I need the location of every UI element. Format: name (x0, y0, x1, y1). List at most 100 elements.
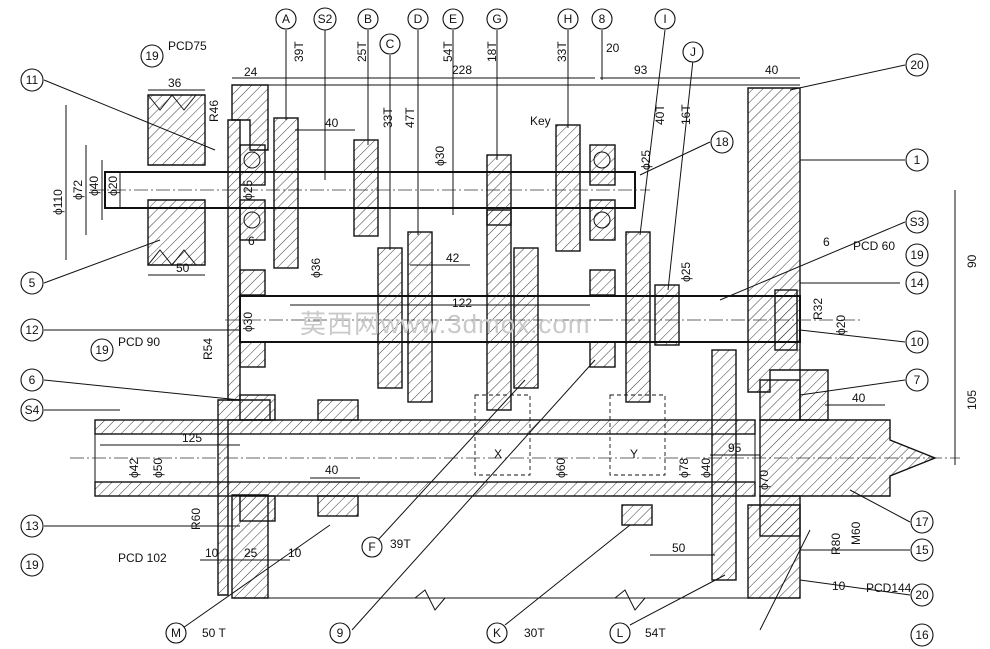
callout-label: E (449, 12, 457, 26)
callout-label: 17 (915, 515, 929, 529)
pcd144-label: PCD144 (866, 581, 912, 595)
dim-text: R80 (829, 533, 843, 555)
callout-19-bottom-left: 19 (20, 553, 44, 577)
dim-text: ϕ110 (51, 189, 65, 215)
dim-text: 40 (325, 116, 339, 130)
callout-label: A (282, 12, 290, 26)
tooth-count: 25T (355, 41, 369, 62)
callout-b: B (357, 8, 379, 30)
tooth-count: 47T (403, 107, 417, 128)
callout-c: C (379, 33, 401, 55)
callout-6: 6 (20, 368, 44, 392)
callout-label: 1 (914, 153, 921, 167)
tooth-count: 39T (390, 537, 411, 551)
dim-text: 95 (728, 441, 742, 455)
callout-a: A (275, 8, 297, 30)
dim-text: ϕ72 (71, 180, 85, 200)
callout-label: 12 (25, 323, 39, 337)
dimensions: 24 228 93 40 36 R46 40 ϕ110 ϕ72 ϕ40 ϕ20 … (51, 41, 979, 593)
dim-text: 125 (182, 431, 202, 445)
dim-text: 105 (965, 390, 979, 410)
callout-i: I (654, 8, 676, 30)
callout-label: 8 (599, 12, 606, 26)
dim-text: 50 (176, 261, 190, 275)
pcd90-label: PCD 90 (118, 335, 160, 349)
callout-14: 14 (905, 271, 929, 295)
callout-label: D (414, 12, 423, 26)
dim-text: ϕ40 (699, 458, 713, 478)
watermark: 莫西网www.3dmox.com (300, 309, 591, 339)
callout-16: 16 (910, 623, 934, 647)
callout-label: L (617, 626, 624, 640)
callout-label: 5 (29, 276, 36, 290)
callout-8: 8 (591, 8, 613, 30)
callout-11: 11 (20, 68, 44, 92)
tooth-count: 33T (381, 107, 395, 128)
callout-1: 1 (905, 148, 929, 172)
callout-label: 15 (915, 543, 929, 557)
pcd102-label: PCD 102 (118, 551, 167, 565)
pcd60-label: PCD 60 (853, 239, 895, 253)
tooth-count: 39T (292, 41, 306, 62)
clutch-x-label: X (494, 447, 502, 461)
dim-text: 42 (446, 251, 460, 265)
clutch-y-label: Y (630, 447, 638, 461)
dim-text: ϕ36 (309, 258, 323, 278)
tooth-count: 50 T (202, 626, 226, 640)
tooth-counts: 39T 25T 33T 47T 54T 18T 33T 40T 16T 39T … (202, 41, 693, 640)
callout-label: G (492, 12, 501, 26)
dim-text: ϕ20 (106, 176, 120, 196)
bearings (239, 144, 801, 537)
dim-text: ϕ70 (757, 470, 771, 490)
tooth-count: 18T (485, 41, 499, 62)
callout-label: 11 (26, 73, 39, 87)
key-label: Key (530, 114, 551, 128)
callout-g: G (486, 8, 508, 30)
tooth-count: 40T (653, 104, 667, 125)
callout-label: 9 (337, 626, 344, 640)
callout-e: E (442, 8, 464, 30)
dim-text: ϕ20 (834, 315, 848, 335)
dim-text: R46 (207, 100, 221, 122)
dim-text: R54 (201, 338, 215, 360)
dim-text: 40 (852, 391, 866, 405)
callout-d: D (407, 8, 429, 30)
callout-l: L (609, 622, 631, 644)
dim-text: 93 (634, 63, 648, 77)
dim-text: ϕ25 (639, 150, 653, 170)
dim-text: 10 (832, 579, 846, 593)
dim-text: ϕ30 (241, 312, 255, 332)
dim-text: 122 (452, 296, 472, 310)
callout-19-top: 19 (140, 44, 164, 68)
callout-label: K (493, 626, 501, 640)
tooth-count: 30T (524, 626, 545, 640)
callout-s4: S4 (20, 398, 44, 422)
callout-label: 16 (915, 628, 929, 642)
callout-19-left: 19 (90, 338, 114, 362)
callout-k: K (486, 622, 508, 644)
callout-10: 10 (905, 330, 929, 354)
callout-h: H (557, 8, 579, 30)
tooth-count: 54T (441, 41, 455, 62)
callout-17: 17 (910, 510, 934, 534)
callout-20-bottom: 20 (910, 583, 934, 607)
dim-text: 10 (288, 546, 302, 560)
dim-text: ϕ42 (127, 458, 141, 478)
dim-text: R32 (811, 298, 825, 320)
clutch-dog-outlines (474, 394, 666, 476)
callout-label: S2 (318, 12, 333, 26)
callouts: A S2 B C D E G H 8 I J 20 1 18 S3 19 14 … (20, 7, 934, 647)
dim-text: 40 (765, 63, 779, 77)
callout-label: 19 (25, 558, 39, 572)
dim-text: 6 (248, 234, 255, 248)
callout-20-top: 20 (905, 53, 929, 77)
spindle (70, 419, 960, 497)
callout-9: 9 (329, 622, 351, 644)
dim-text: 6 (823, 235, 830, 249)
dim-text: 36 (168, 76, 182, 90)
callout-label: B (364, 12, 372, 26)
dim-text: ϕ50 (151, 458, 165, 478)
dim-text: ϕ25 (679, 262, 693, 282)
tooth-count: 16T (679, 104, 693, 125)
